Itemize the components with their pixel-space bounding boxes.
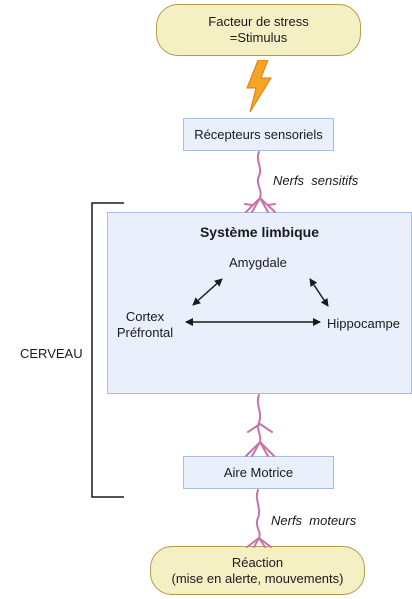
- limbic-system-box: [107, 212, 412, 394]
- arrow-cortex-amygdala: [192, 278, 223, 306]
- nerve-icon: [245, 394, 275, 457]
- cortex-line2: Préfrontal: [116, 325, 174, 340]
- brain-bracket: [91, 202, 124, 498]
- efferent-nerves-label: Nerfs moteurs: [271, 513, 357, 528]
- sensory-receptors-label: Récepteurs sensoriels: [194, 127, 323, 142]
- sensory-receptors-box: Récepteurs sensoriels: [183, 118, 334, 151]
- reaction-line1: Réaction: [231, 554, 284, 570]
- reaction-box: Réaction (mise en alerte, mouvements): [150, 546, 365, 595]
- limbic-system-title: Système limbique: [199, 224, 320, 240]
- lightning-icon: [246, 60, 272, 112]
- afferent-nerves-label: Nerfs sensitifs: [273, 173, 359, 188]
- reaction-line2: (mise en alerte, mouvements): [171, 570, 344, 586]
- stressor-line2: =Stimulus: [229, 30, 288, 45]
- hippocampus-label: Hippocampe: [327, 316, 400, 331]
- amygdala-label: Amygdale: [229, 255, 287, 270]
- arrow-amygdala-hippocampus: [309, 278, 329, 307]
- nerve-icon: [246, 489, 272, 548]
- nerve-icon: [244, 151, 276, 213]
- prefrontal-cortex-label: Cortex Préfrontal: [115, 309, 175, 341]
- motor-area-box: Aire Motrice: [183, 456, 334, 489]
- cortex-line1: Cortex: [125, 309, 165, 324]
- motor-area-label: Aire Motrice: [223, 465, 294, 480]
- stressor-box: Facteur de stress =Stimulus: [156, 4, 361, 56]
- brain-label: CERVEAU: [20, 346, 83, 361]
- stressor-line1: Facteur de stress: [208, 14, 309, 29]
